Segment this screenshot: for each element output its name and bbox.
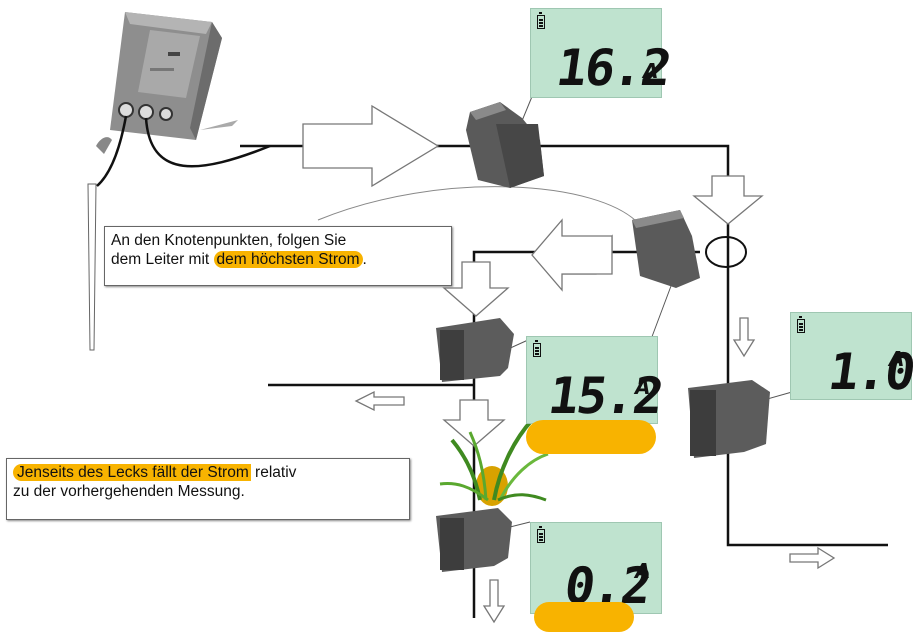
display-unit: A bbox=[889, 347, 905, 371]
meter-display-branch: 15.2 A bbox=[526, 336, 665, 425]
highlighted-text: dem höchsten Strom bbox=[213, 251, 363, 268]
callout-text: relativ bbox=[250, 464, 297, 481]
callout-line: dem Leiter mit dem höchsten Strom. bbox=[111, 250, 445, 269]
battery-icon bbox=[797, 316, 805, 333]
fence-lead-wire bbox=[144, 117, 271, 168]
callout-text: . bbox=[362, 251, 367, 268]
callout-line: Jenseits des Lecks fällt der Strom relat… bbox=[13, 463, 403, 482]
meter-display-after-leak: 0.2 A bbox=[530, 522, 662, 615]
display-unit: A bbox=[635, 375, 651, 399]
callout-line: An den Knotenpunkten, folgen Sie bbox=[111, 232, 347, 249]
battery-icon bbox=[537, 12, 545, 29]
flow-arrow-icon bbox=[302, 104, 836, 624]
leak-callout: Jenseits des Lecks fällt der Strom relat… bbox=[6, 458, 410, 520]
current-meter bbox=[436, 508, 512, 572]
energizer-device bbox=[96, 12, 238, 154]
highlight-marker bbox=[526, 420, 656, 454]
current-meter bbox=[688, 380, 770, 458]
junction-callout: An den Knotenpunkten, folgen Sie dem Lei… bbox=[104, 226, 452, 286]
meter-display-main: 16.2 A bbox=[530, 8, 673, 98]
current-meter bbox=[466, 102, 544, 188]
highlight-marker bbox=[534, 602, 634, 632]
grass-leak-icon bbox=[439, 418, 549, 506]
display-unit: A bbox=[643, 59, 659, 83]
battery-icon bbox=[533, 340, 541, 357]
ground-wire bbox=[96, 115, 128, 187]
current-meter bbox=[632, 210, 700, 288]
highlighted-text: Jenseits des Lecks fällt der Strom bbox=[13, 464, 251, 481]
callout-leader-curve bbox=[317, 186, 641, 226]
current-meter bbox=[436, 318, 514, 382]
ground-rod bbox=[87, 183, 97, 351]
meter-display-right-branch: 1.0 A bbox=[790, 312, 916, 401]
battery-icon bbox=[537, 526, 545, 543]
callout-line: zu der vorhergehenden Messung. bbox=[13, 483, 245, 500]
junction-marker bbox=[705, 236, 747, 268]
callout-text: dem Leiter mit bbox=[111, 251, 214, 268]
flow-arrow-icon bbox=[531, 218, 613, 292]
display-unit: A bbox=[635, 559, 651, 583]
